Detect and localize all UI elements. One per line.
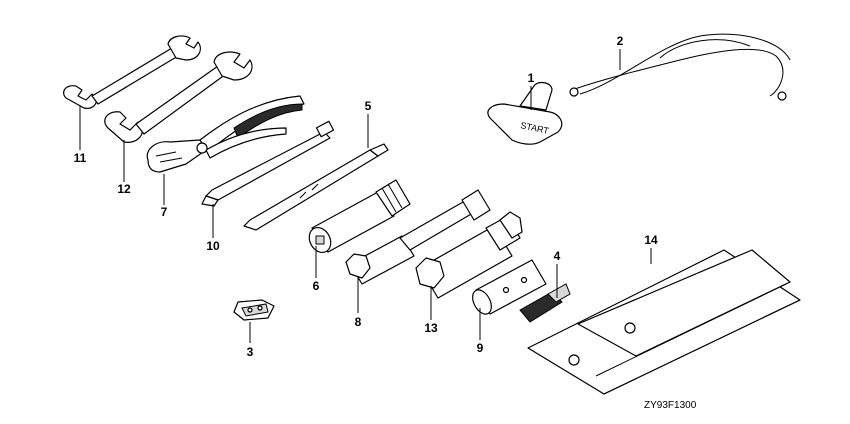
callout-3: 3 (247, 345, 254, 359)
plate[interactable] (233, 299, 275, 321)
starter-rope[interactable] (569, 33, 791, 101)
callouts: 1 2 3 4 5 6 7 8 9 10 11 12 13 14 (74, 34, 658, 359)
callout-4: 4 (554, 249, 561, 263)
leader-lines (79, 49, 652, 343)
tool-bag[interactable] (527, 249, 801, 395)
callout-10: 10 (206, 239, 220, 253)
callout-14: 14 (644, 233, 658, 247)
plug-socket[interactable] (305, 179, 411, 256)
callout-6: 6 (313, 279, 320, 293)
callout-2: 2 (617, 34, 624, 48)
wrench-large[interactable] (104, 51, 253, 143)
clip[interactable] (519, 283, 571, 323)
pliers[interactable] (146, 95, 305, 173)
callout-1: 1 (528, 71, 535, 85)
diagram-code: ZY93F1300 (644, 400, 697, 411)
callout-9: 9 (477, 341, 484, 355)
callout-12: 12 (117, 182, 131, 196)
callout-8: 8 (355, 315, 362, 329)
wrench-small[interactable] (63, 35, 201, 109)
screwdriver-cross-blade[interactable] (243, 143, 389, 231)
callout-13: 13 (424, 321, 438, 335)
screwdriver-flat-blade[interactable] (201, 120, 335, 207)
starter-grip[interactable]: START (487, 81, 563, 145)
callout-5: 5 (365, 99, 372, 113)
callout-7: 7 (161, 205, 168, 219)
box-wrench[interactable] (345, 189, 491, 285)
tube-socket[interactable] (469, 259, 547, 317)
callout-11: 11 (74, 151, 87, 165)
double-socket-wrench[interactable] (415, 211, 523, 299)
